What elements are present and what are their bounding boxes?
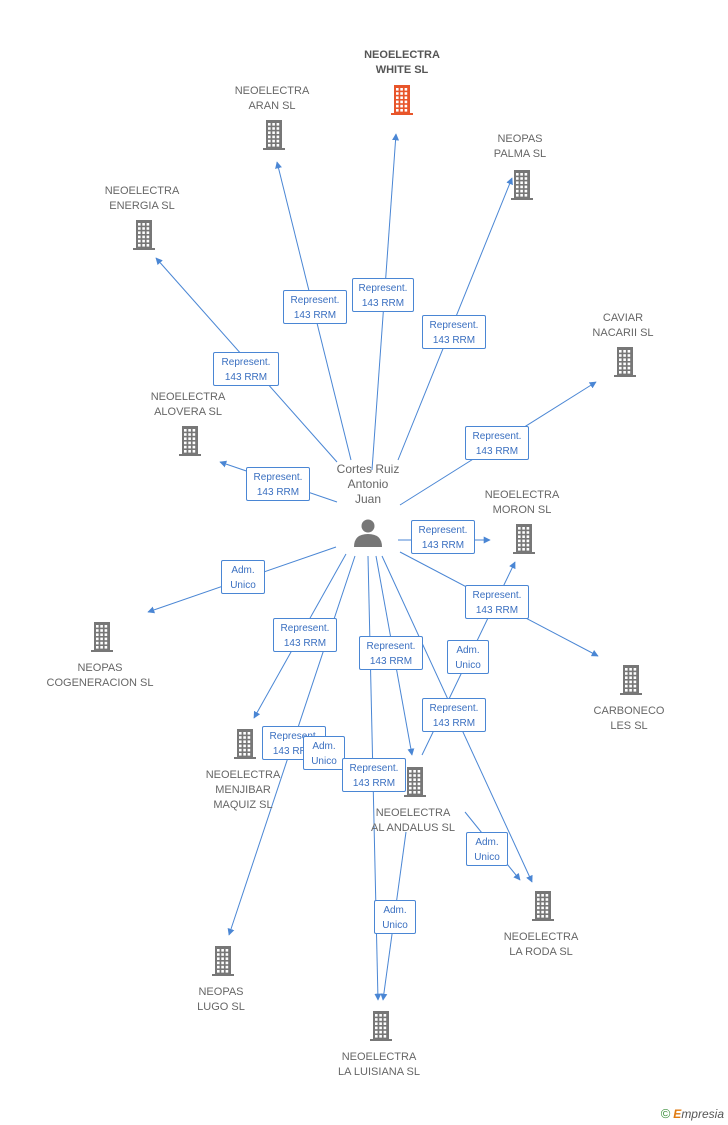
- relationship-label: Adm. Unico: [466, 832, 508, 866]
- relationship-label: Represent. 143 RRM: [342, 758, 406, 792]
- company-label-moron[interactable]: NEOELECTRA MORON SL: [484, 489, 560, 516]
- company-label-palma[interactable]: NEOPAS PALMA SL: [493, 133, 547, 160]
- company-label-cogeneracion[interactable]: NEOPAS COGENERACION SL: [46, 662, 154, 689]
- relationship-label: Represent. 143 RRM: [352, 278, 414, 312]
- company-label-white[interactable]: NEOELECTRA WHITE SL: [364, 49, 440, 76]
- company-label-alovera[interactable]: NEOELECTRA ALOVERA SL: [150, 391, 226, 418]
- building-icon: [404, 767, 426, 797]
- empresia-watermark: ©Empresia: [661, 1106, 724, 1121]
- person-label[interactable]: Cortes Ruiz Antonio Juan: [336, 462, 400, 506]
- building-icon: [263, 120, 285, 150]
- relationship-label: Represent. 143 RRM: [283, 290, 347, 324]
- relationship-label: Represent. 143 RRM: [359, 636, 423, 670]
- relationship-label: Adm. Unico: [447, 640, 489, 674]
- building-icon: [511, 170, 533, 200]
- building-icon: [620, 665, 642, 695]
- company-label-energia[interactable]: NEOELECTRA ENERGIA SL: [104, 185, 180, 212]
- building-icon: [179, 426, 201, 456]
- company-nodes: [91, 85, 642, 1041]
- building-icon: [91, 622, 113, 652]
- building-icon: [614, 347, 636, 377]
- building-icon: [133, 220, 155, 250]
- relationship-label: Adm. Unico: [303, 736, 345, 770]
- relationship-label: Represent. 143 RRM: [246, 467, 310, 501]
- relationship-label: Represent. 143 RRM: [273, 618, 337, 652]
- building-icon: [370, 1011, 392, 1041]
- company-label-carboneco[interactable]: CARBONECO LES SL: [593, 705, 665, 732]
- company-label-roda[interactable]: NEOELECTRA LA RODA SL: [503, 931, 579, 958]
- building-icon: [234, 729, 256, 759]
- company-label-menjibar[interactable]: NEOELECTRA MENJIBAR MAQUIZ SL: [205, 769, 281, 811]
- relationship-edges: [147, 133, 599, 1001]
- company-label-andalus[interactable]: NEOELECTRA AL ANDALUS SL: [371, 807, 455, 834]
- company-label-aran[interactable]: NEOELECTRA ARAN SL: [234, 85, 310, 112]
- company-label-luisiana[interactable]: NEOELECTRA LA LUISIANA SL: [338, 1051, 420, 1078]
- brand-name: mpresia: [681, 1107, 724, 1121]
- person-icon: [354, 519, 382, 547]
- copyright-symbol: ©: [660, 1106, 671, 1121]
- relationship-label: Represent. 143 RRM: [465, 426, 529, 460]
- relationship-label: Represent. 143 RRM: [213, 352, 279, 386]
- person-node: [354, 519, 382, 547]
- brand-initial: E: [673, 1107, 682, 1121]
- building-icon: [532, 891, 554, 921]
- relationship-label: Represent. 143 RRM: [411, 520, 475, 554]
- relationship-label: Adm. Unico: [374, 900, 416, 934]
- company-label-caviar[interactable]: CAVIAR NACARII SL: [592, 312, 654, 339]
- relationship-label: Adm. Unico: [221, 560, 265, 594]
- highlighted-building-icon: [391, 85, 413, 115]
- company-label-lugo[interactable]: NEOPAS LUGO SL: [197, 986, 245, 1013]
- building-icon: [212, 946, 234, 976]
- relationship-label: Represent. 143 RRM: [465, 585, 529, 619]
- relationship-label: Represent. 143 RRM: [422, 698, 486, 732]
- building-icon: [513, 524, 535, 554]
- relationship-label: Represent. 143 RRM: [422, 315, 486, 349]
